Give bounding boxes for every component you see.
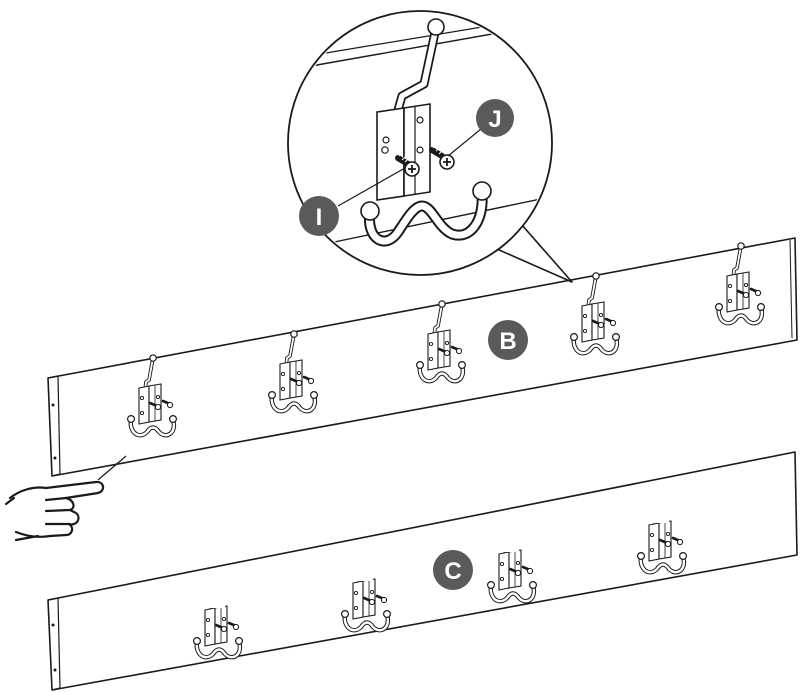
board-b — [47, 237, 798, 477]
zoom-callout: J I — [287, 10, 573, 283]
svg-text:B: B — [499, 328, 516, 355]
hooks-board-c — [194, 489, 687, 657]
badge-i: I — [299, 196, 339, 236]
badge-c: C — [433, 550, 473, 590]
svg-text:J: J — [488, 106, 501, 133]
svg-text:C: C — [444, 558, 461, 585]
svg-text:I: I — [316, 204, 323, 231]
screw-icon — [395, 152, 420, 177]
pointing-hand-icon — [4, 480, 105, 542]
badge-b: B — [488, 320, 528, 360]
screw-icon — [429, 144, 455, 170]
board-c — [47, 451, 798, 691]
badge-j: J — [476, 99, 514, 137]
